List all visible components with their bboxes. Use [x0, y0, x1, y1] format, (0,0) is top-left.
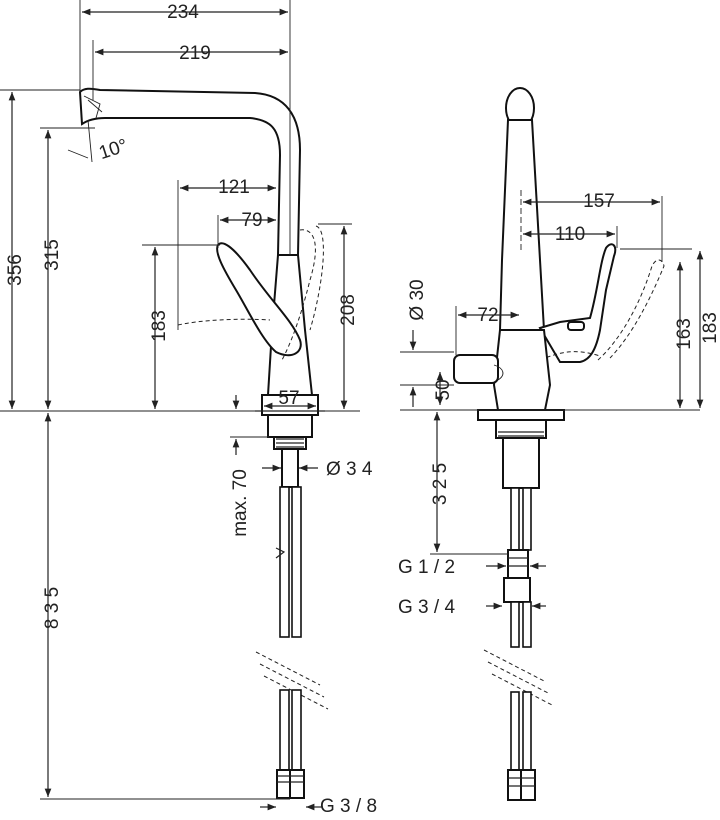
front-hose-left — [510, 487, 520, 551]
dim-50: 50 — [433, 379, 454, 400]
dim-157: 157 — [583, 191, 615, 212]
dimension-labels: 234 219 356 315 10° 121 79 183 208 57 ma… — [5, 2, 720, 817]
hose-right — [291, 486, 302, 638]
fitting-left — [276, 769, 292, 799]
spout — [78, 87, 302, 256]
front-view-dimensions — [400, 190, 704, 610]
dim-325: 3 2 5 — [430, 463, 451, 505]
hose-left — [279, 486, 290, 638]
dim-219: 219 — [179, 43, 211, 64]
front-hose-right — [522, 487, 532, 551]
dim-121: 121 — [218, 177, 250, 198]
side-view-dimensions — [0, 0, 360, 811]
front-base — [477, 409, 565, 421]
dim-57: 57 — [278, 388, 299, 409]
dim-g-3-4: G 3 / 4 — [398, 597, 455, 618]
dim-g-1-2: G 1 / 2 — [398, 557, 455, 578]
dim-835: 8 3 5 — [42, 587, 63, 629]
dim-356: 356 — [5, 254, 26, 286]
front-view — [453, 87, 665, 801]
dim-dia-34: Ø 3 4 — [326, 459, 373, 480]
front-column — [498, 119, 546, 331]
mounting-shank — [267, 414, 313, 438]
front-lever — [538, 243, 617, 363]
dim-183-left: 183 — [149, 310, 170, 342]
dim-110: 110 — [555, 224, 585, 245]
dim-max-70: max. 70 — [230, 469, 251, 537]
threaded-stud — [281, 448, 299, 488]
side-view — [78, 87, 329, 799]
dim-72: 72 — [477, 305, 498, 326]
lever — [216, 242, 302, 357]
dim-208: 208 — [338, 294, 359, 326]
dim-dia-30: Ø 30 — [407, 279, 428, 320]
fitting-g34 — [503, 577, 531, 603]
dim-183-right: 183 — [700, 312, 720, 344]
side-valve — [453, 354, 499, 384]
dim-g-3-8: G 3 / 8 — [320, 796, 377, 817]
dim-163: 163 — [674, 318, 695, 350]
dim-10-degrees: 10° — [96, 135, 130, 164]
fitting-right — [289, 769, 305, 799]
fitting-g12 — [507, 549, 529, 579]
dim-79: 79 — [241, 210, 262, 231]
dim-234: 234 — [167, 2, 199, 23]
dim-315: 315 — [42, 239, 63, 271]
